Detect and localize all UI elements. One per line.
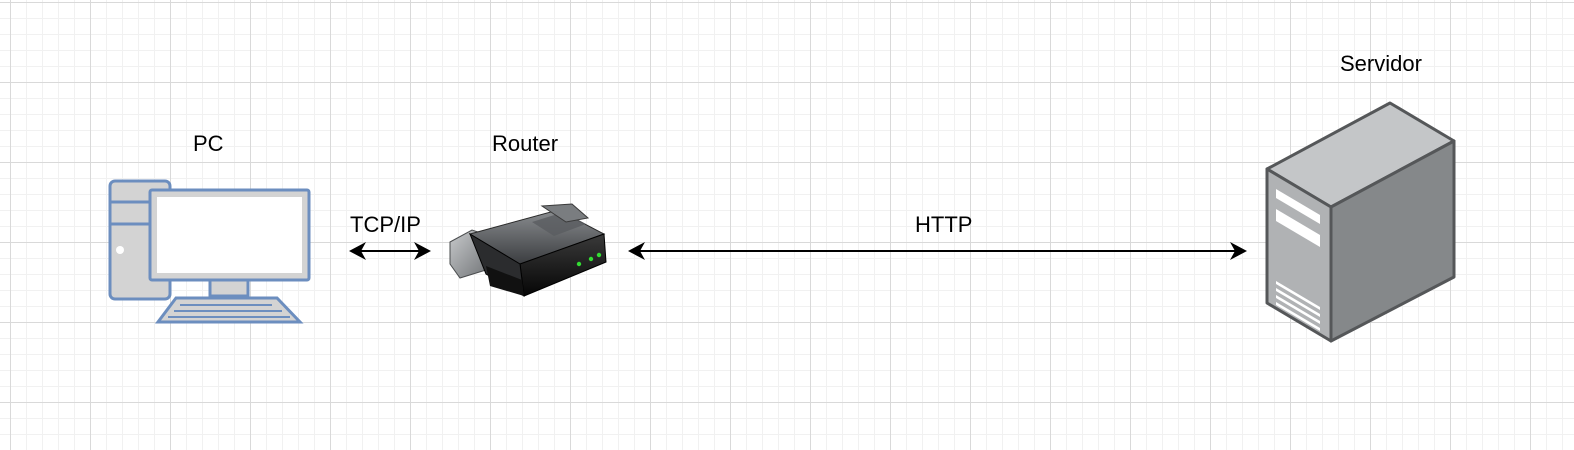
http-arrow[interactable] <box>628 242 1247 260</box>
tcp-ip-arrow[interactable] <box>349 242 431 260</box>
server-icon[interactable] <box>1264 101 1458 345</box>
tcp-ip-label: TCP/IP <box>350 212 421 237</box>
router-icon[interactable] <box>446 200 610 300</box>
pc-label: PC <box>193 131 224 156</box>
router-label: Router <box>492 131 559 156</box>
http-label: HTTP <box>915 212 973 237</box>
pc-icon[interactable] <box>106 176 314 326</box>
server-label: Servidor <box>1340 51 1422 76</box>
